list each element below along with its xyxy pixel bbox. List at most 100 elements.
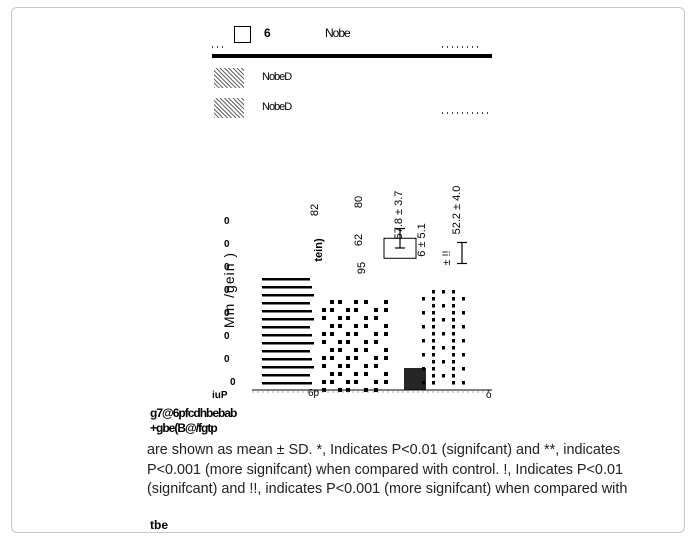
bar-fragment: [462, 353, 465, 357]
bar-fragment: [322, 308, 326, 312]
bar-fragment: [384, 372, 388, 376]
legend-swatch-hatched: [214, 98, 244, 118]
bar-fragment: [442, 304, 445, 308]
bar-fragment: [432, 325, 435, 329]
bar-fragment: [354, 324, 358, 328]
caption-body: are shown as mean ± SD. *, Indicates P<0…: [147, 442, 628, 497]
bar-fragment: [422, 297, 425, 301]
x-axis-label-left: iuP: [212, 390, 228, 400]
legend-label: 6: [264, 26, 271, 40]
bar-fragment: [346, 356, 350, 360]
bar-fragment: [374, 332, 378, 336]
legend-swatch-hatched: [214, 68, 244, 88]
bar-fragment: [338, 316, 342, 320]
bar-fragment: [452, 297, 455, 301]
bar-fragment: [354, 372, 358, 376]
bar-stripe: [262, 294, 314, 297]
bar-fragment: [432, 339, 435, 343]
bar-fragment: [374, 308, 378, 312]
legend-dots: [442, 112, 492, 114]
bar-fragment: [330, 332, 334, 336]
bar-fragment: [422, 353, 425, 357]
legend-row: NobeD: [212, 98, 492, 120]
bar-fragment: [452, 360, 455, 364]
y-tick-label: 0: [224, 216, 230, 227]
bar-fragment: [322, 332, 326, 336]
bar-fragment: [462, 367, 465, 371]
bar-fragment: [432, 367, 435, 371]
bar-fragment: [338, 348, 342, 352]
bar-fragment: [442, 318, 445, 322]
bar-fragment: [338, 340, 342, 344]
bar-stripe: [262, 350, 310, 353]
bar-fragment: [384, 324, 388, 328]
value-annotation: 95: [356, 262, 368, 274]
value-annotation: 57.8 ± 3.7: [393, 191, 405, 240]
bar-stripe: [262, 302, 310, 305]
bar-fragment: [422, 367, 425, 371]
bar-fragment: [462, 339, 465, 343]
bar-fragment: [432, 381, 435, 385]
bar-fragment: [338, 324, 342, 328]
bar-fragment: [322, 316, 326, 320]
bar-fragment: [338, 300, 342, 304]
bar-fragment: [364, 372, 368, 376]
bar-fragment: [452, 374, 455, 378]
bar-fragment: [322, 356, 326, 360]
value-annotation: ± !!: [441, 250, 453, 265]
bar-fragment: [374, 340, 378, 344]
bar-fragment: [346, 308, 350, 312]
y-tick-label: 0: [224, 331, 230, 342]
bar-fragment: [422, 325, 425, 329]
bar-fragment: [364, 324, 368, 328]
bar-fragment: [346, 340, 350, 344]
bar-fragment: [346, 316, 350, 320]
bar-fragment: [330, 308, 334, 312]
bar-stripe: [262, 366, 314, 369]
bar-fragment: [442, 374, 445, 378]
bar-fragment: [432, 318, 435, 322]
bar-fragment: [422, 311, 425, 315]
bar-fragment: [338, 364, 342, 368]
legend-divider: [212, 54, 492, 58]
x-axis-label-right: ò: [486, 390, 492, 400]
bar-fragment: [364, 364, 368, 368]
legend-swatch-empty: [234, 26, 251, 43]
bar-fragment: [330, 300, 334, 304]
bar-fragment: [452, 353, 455, 357]
bar-fragment: [364, 348, 368, 352]
bar-fragment: [452, 346, 455, 350]
y-tick-label: 0: [224, 285, 230, 296]
legend-label: NobeD: [262, 101, 292, 113]
bar-fragment: [322, 364, 326, 368]
bar-stripe: [262, 382, 312, 385]
bar-stripe: [262, 334, 312, 337]
bar-dark: [404, 368, 426, 390]
bar-stripe: [262, 318, 314, 321]
bar-fragment: [346, 380, 350, 384]
bar-fragment: [384, 300, 388, 304]
bar-fragment: [384, 308, 388, 312]
bar-fragment: [330, 324, 334, 328]
legend-label: Nobe: [325, 26, 351, 40]
bar-stripe: [262, 326, 310, 329]
inner-axis-label: tein): [313, 238, 325, 262]
legend-dots: [442, 46, 482, 48]
bar-fragment: [432, 297, 435, 301]
y-tick-label: 0: [224, 354, 230, 365]
bar-fragment: [432, 311, 435, 315]
bar-fragment: [374, 316, 378, 320]
legend-header: 6 Nobe: [212, 18, 492, 56]
bar-fragment: [346, 364, 350, 368]
bar-stripe: [262, 278, 310, 281]
bar-fragment: [330, 356, 334, 360]
bar-fragment: [338, 372, 342, 376]
bar-fragment: [422, 339, 425, 343]
bar-fragment: [432, 353, 435, 357]
bar-stripe: [262, 310, 312, 313]
bar-fragment: [384, 356, 388, 360]
figure-card: [11, 7, 685, 533]
y-tick-label: 0: [224, 239, 230, 250]
y-tick-label: 0: [230, 377, 236, 388]
bar-fragment: [452, 381, 455, 385]
